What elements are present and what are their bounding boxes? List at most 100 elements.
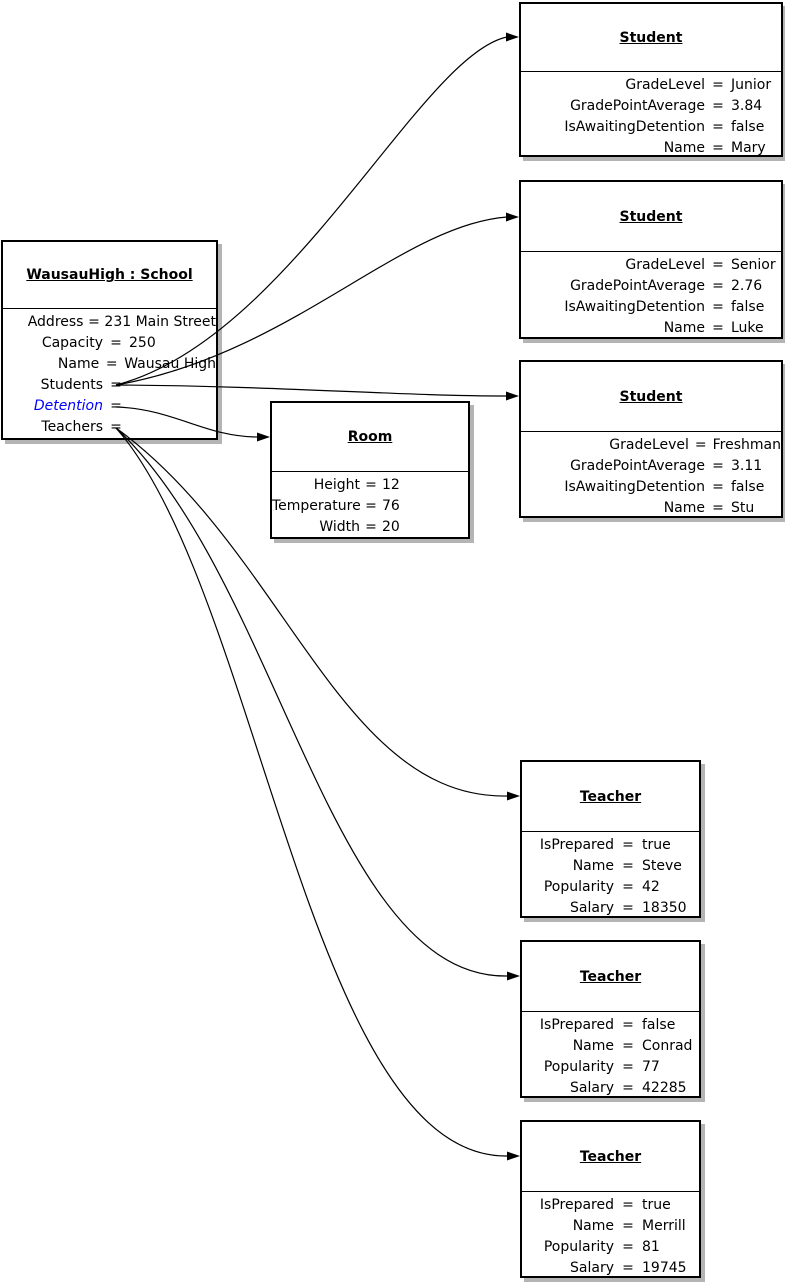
property-name: GradeLevel [625, 257, 705, 273]
property-name: Popularity [543, 1059, 614, 1075]
property-name: Name [572, 1038, 614, 1054]
equals-sign: = [622, 1197, 634, 1213]
object-title: Teacher [579, 968, 642, 985]
property-name: IsPrepared [539, 1197, 614, 1213]
property-value: 2.76 [731, 278, 763, 294]
object-box-school[interactable]: WausauHigh : School Address=231 Main Str… [1, 240, 218, 440]
equals-sign: = [694, 437, 707, 453]
property-row: Name=Stu [521, 498, 781, 519]
property-name: Capacity [41, 335, 103, 351]
property-row: Teachers= [3, 417, 216, 438]
object-title: Student [619, 388, 683, 405]
object-title: Room [347, 429, 393, 445]
property-row: Popularity = 81 [522, 1237, 699, 1258]
property-row: Address=231 Main Street [3, 312, 216, 333]
equals-sign: = [622, 1038, 634, 1054]
property-row: Name=Conrad [522, 1036, 699, 1057]
property-row: Name=Luke [521, 318, 781, 339]
equals-sign: = [622, 1260, 634, 1276]
property-value: 18350 [642, 900, 687, 916]
equals-sign: = [110, 377, 122, 393]
property-name: Name [572, 1218, 614, 1234]
property-value: 3.11 [731, 458, 763, 474]
equals-sign: = [712, 458, 724, 474]
property-name: Popularity [543, 1239, 614, 1255]
property-value: Stu [731, 500, 755, 516]
property-value: 20 [382, 519, 400, 535]
arrowhead-icon [507, 971, 520, 981]
object-title: Student [619, 208, 683, 225]
property-name: Width [319, 519, 360, 535]
equals-sign: = [622, 837, 634, 853]
arrowhead-icon [506, 391, 519, 401]
property-row: Name=Wausau High [3, 354, 216, 375]
property-value: 12 [382, 477, 400, 493]
equals-sign: = [622, 1017, 634, 1033]
property-name: IsPrepared [539, 1017, 614, 1033]
property-row: Temperature=76 [272, 496, 468, 517]
property-row: Popularity=42 [522, 877, 699, 898]
property-row: Width=20 [272, 517, 468, 538]
property-name: Name [663, 500, 705, 516]
object-title: Student [619, 29, 683, 46]
property-value: 42 [642, 879, 660, 895]
equals-sign: = [712, 119, 724, 135]
equals-sign: = [88, 314, 100, 330]
property-name: GradeLevel [609, 437, 689, 453]
property-row: Capacity = 250 [3, 333, 216, 354]
equals-sign: = [622, 1080, 634, 1096]
property-row: GradeLevel=Junior [521, 75, 781, 96]
property-row: Detention = [3, 396, 216, 417]
property-value: Senior [731, 257, 776, 273]
property-value: 250 [129, 335, 156, 351]
equals-sign: = [105, 356, 118, 372]
equals-sign: = [365, 498, 377, 514]
property-value: false [731, 299, 765, 315]
property-name: Popularity [543, 879, 614, 895]
property-row: IsPrepared=true [522, 835, 699, 856]
property-row: GradePointAverage=3.11 [521, 456, 781, 477]
property-name: Detention [33, 398, 103, 414]
property-value: 76 [382, 498, 400, 514]
equals-sign: = [110, 398, 122, 414]
property-row: GradeLevel = Freshman [521, 435, 781, 456]
property-name: Name [57, 356, 100, 372]
property-name: Salary [570, 1080, 614, 1096]
equals-sign: = [712, 98, 724, 114]
arrowhead-icon [257, 432, 270, 442]
equals-sign: = [110, 335, 122, 351]
property-row: Salary=19745 [522, 1258, 699, 1279]
property-row: GradePointAverage=2.76 [521, 276, 781, 297]
equals-sign: = [622, 1239, 634, 1255]
property-row: GradePointAverage=3.84 [521, 96, 781, 117]
property-value: false [731, 479, 765, 495]
property-value: 81 [642, 1239, 660, 1255]
property-value: Freshman [712, 437, 781, 453]
property-value [129, 375, 216, 396]
equals-sign: = [712, 77, 724, 93]
property-value: false [642, 1017, 676, 1033]
property-row: Students= [3, 375, 216, 396]
property-row: IsPrepared = false [522, 1015, 699, 1036]
property-value: 42285 [642, 1080, 687, 1096]
property-value: Merrill [642, 1218, 686, 1234]
property-value [129, 396, 216, 417]
object-title: Teacher [579, 788, 642, 805]
property-value: false [731, 119, 765, 135]
property-name: Name [663, 320, 705, 336]
equals-sign: = [712, 299, 724, 315]
equals-sign: = [712, 278, 724, 294]
property-value: true [642, 837, 671, 853]
arrowhead-icon [506, 32, 519, 42]
property-name: GradePointAverage [570, 98, 705, 114]
